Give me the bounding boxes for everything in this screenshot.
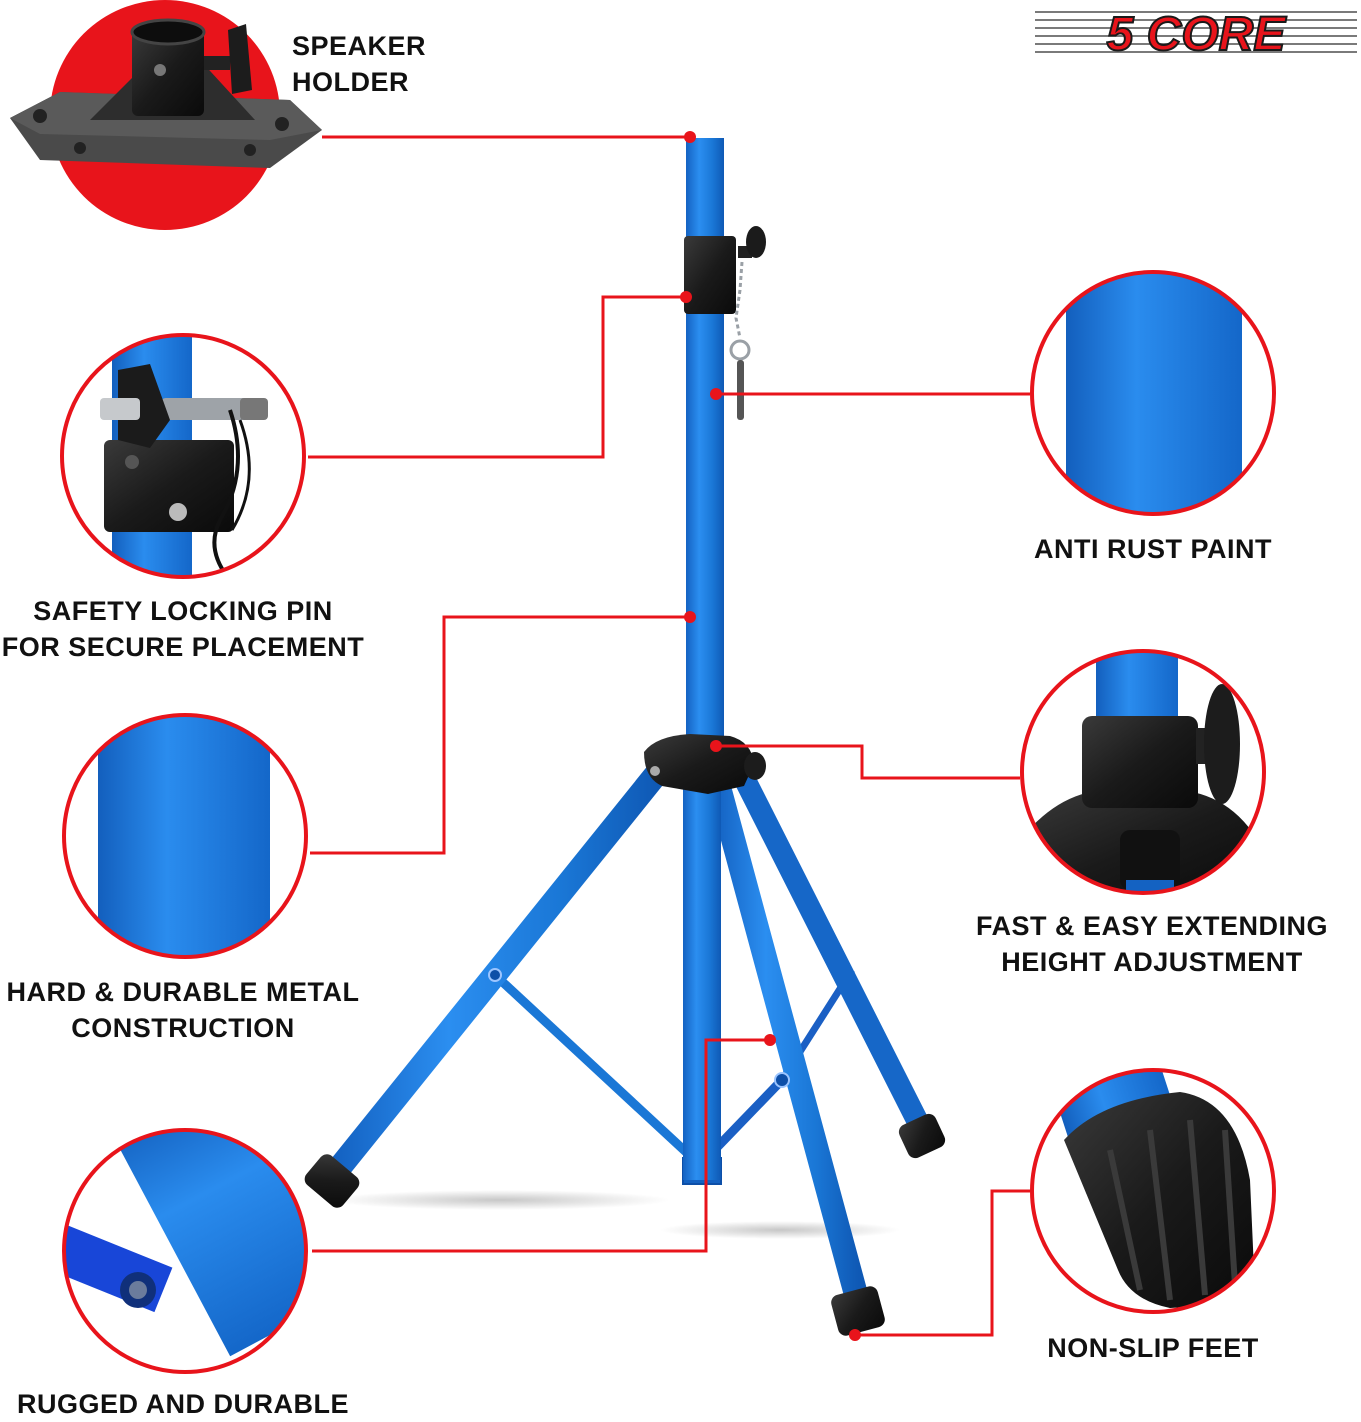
brace-left [491, 971, 704, 1169]
label-speaker-holder: SPEAKER HOLDER [292, 31, 427, 97]
foot-back [898, 1113, 946, 1159]
leg-front [704, 764, 870, 1314]
feet-detail [1030, 1068, 1276, 1314]
label-height-adjustment: FAST & EASY EXTENDING HEIGHT ADJUSTMENT [975, 911, 1329, 977]
extending-detail [1020, 649, 1266, 895]
speaker-holder-detail [10, 0, 322, 230]
label-rugged-durable: RUGGED AND DURABLE [17, 1389, 349, 1419]
brand-logo: 5 CORE [1035, 6, 1357, 62]
floor-shadow [330, 1190, 900, 1239]
foot-front [831, 1286, 885, 1336]
metal-detail [62, 713, 308, 959]
height-lock-collar [684, 236, 736, 314]
safety-chain [734, 261, 744, 339]
label-metal-construction: HARD & DURABLE METAL CONSTRUCTION [6, 977, 360, 1043]
speaker-stand [304, 138, 946, 1336]
leg-back [729, 759, 933, 1141]
safety-lock-detail [60, 333, 306, 579]
safety-pin [737, 360, 744, 420]
rugged-detail [62, 1128, 308, 1374]
height-lock-knob [746, 226, 766, 258]
anti-rust-detail [1030, 270, 1276, 516]
foot-left [304, 1154, 360, 1208]
tripod-hub [644, 734, 754, 794]
label-non-slip-feet: NON-SLIP FEET [1047, 1333, 1259, 1363]
label-safety-locking-pin: SAFETY LOCKING PIN FOR SECURE PLACEMENT [1, 596, 365, 662]
callout-dots [680, 131, 861, 1341]
center-tube-lower [683, 770, 721, 1180]
center-tube-upper [686, 138, 724, 738]
label-anti-rust-paint: ANTI RUST PAINT [1034, 534, 1272, 564]
logo-text: 5 CORE [1107, 8, 1288, 60]
callout-lines [308, 135, 1030, 1337]
